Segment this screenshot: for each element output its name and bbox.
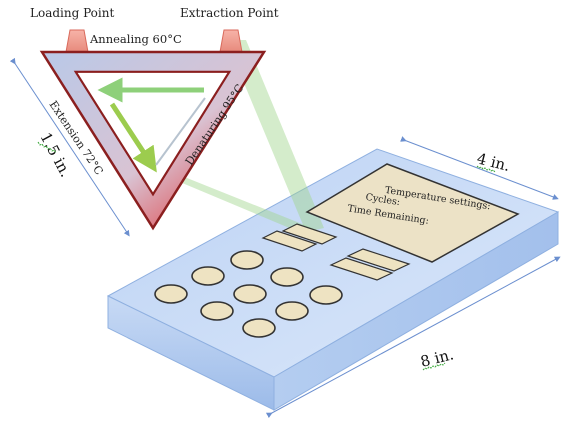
- keypad-button-1[interactable]: [230, 250, 264, 270]
- keypad-button-4[interactable]: [154, 284, 188, 304]
- device-width-dimension-line: [400, 136, 559, 200]
- keypad-button-7[interactable]: [200, 301, 234, 321]
- slot-button-1[interactable]: [281, 223, 338, 245]
- device-width-underline: [476, 165, 496, 173]
- extraction-point-label: Extraction Point: [180, 6, 279, 20]
- loading-port: [65, 29, 89, 53]
- cycle-arrow-right: [155, 97, 206, 166]
- device-length-label: 8 in.: [419, 345, 456, 371]
- keypad-button-6[interactable]: [309, 285, 343, 305]
- screen-cycles-label: Cycles:: [365, 192, 401, 208]
- projection-beam-lower: [156, 172, 332, 240]
- device-length-underline: [422, 362, 446, 371]
- triangle-dimension-underline: [37, 141, 57, 154]
- slot-button-2[interactable]: [261, 230, 318, 252]
- loading-point-label: Loading Point: [30, 6, 114, 20]
- keypad-button-2[interactable]: [191, 266, 225, 286]
- projection-beam-upper: [226, 40, 324, 232]
- keypad-button-8[interactable]: [275, 301, 309, 321]
- device-length-dimension-line: [265, 256, 561, 419]
- annealing-label: Annealing 60°C: [89, 32, 182, 46]
- display-screen: [305, 163, 520, 263]
- extraction-port: [219, 29, 243, 53]
- keypad-button-5[interactable]: [233, 284, 267, 304]
- keypad-button-9[interactable]: [242, 318, 276, 338]
- keypad-button-3[interactable]: [270, 267, 304, 287]
- triangle-dimension-line: [9, 57, 130, 237]
- dimension-lines: [9, 57, 561, 419]
